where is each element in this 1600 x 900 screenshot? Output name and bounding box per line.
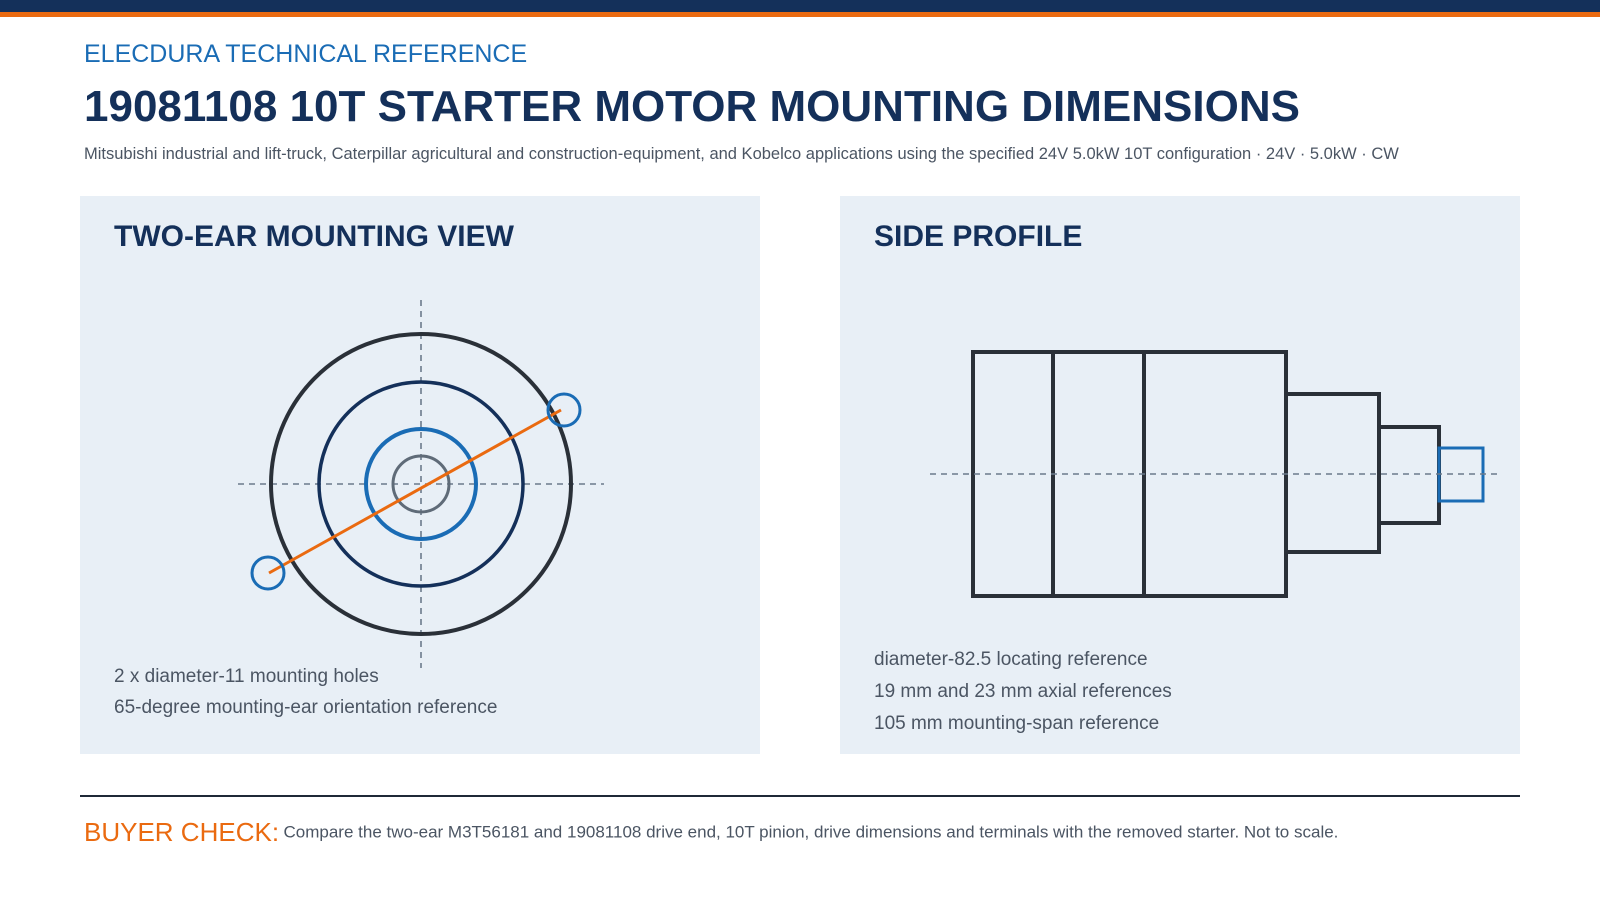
locating-spigot-circle: [364, 427, 478, 541]
buyer-check-footer: BUYER CHECK: Compare the two-ear M3T5618…: [84, 817, 1338, 848]
mounting-view-title: TWO-EAR MOUNTING VIEW: [114, 220, 514, 253]
side-profile-title: SIDE PROFILE: [874, 220, 1083, 253]
buyer-check-label: BUYER CHECK:: [84, 817, 280, 847]
mounting-ear-axis: [268, 408, 562, 575]
mounting-view-note: 2 x diameter-11 mounting holes: [114, 666, 379, 687]
drive-housing-outline: [1284, 392, 1381, 554]
mounting-view-note: 65-degree mounting-ear orientation refer…: [114, 697, 498, 718]
nose-section-outline: [1377, 425, 1441, 525]
flange-circle: [317, 380, 525, 588]
buyer-check-text: Compare the two-ear M3T56181 and 1908110…: [283, 822, 1339, 842]
mounting-view-panel: TWO-EAR MOUNTING VIEW 2 x diameter-11 mo…: [80, 196, 760, 754]
side-profile-note: diameter-82.5 locating reference: [874, 649, 1148, 670]
mounting-view-drawing: [238, 300, 604, 668]
mounting-hole-lower: [250, 555, 286, 591]
pinion-circle: [391, 454, 451, 514]
side-profile-panel: SIDE PROFILE diameter-82.5 locating refe…: [840, 196, 1520, 754]
side-profile-note: 105 mm mounting-span reference: [874, 713, 1160, 734]
top-accent-stripe: [0, 12, 1600, 17]
footer-divider: [80, 795, 1520, 797]
mounting-hole-upper: [546, 392, 582, 428]
side-profile-drawing: [930, 350, 1500, 598]
page-subtitle: Mitsubishi industrial and lift-truck, Ca…: [84, 145, 1399, 163]
page-title: 19081108 10T STARTER MOTOR MOUNTING DIME…: [84, 82, 1300, 131]
side-profile-note: 19 mm and 23 mm axial references: [874, 681, 1172, 702]
outer-housing-circle: [269, 332, 573, 636]
top-header-bar: [0, 0, 1600, 12]
brand-label: ELECDURA TECHNICAL REFERENCE: [84, 40, 528, 68]
